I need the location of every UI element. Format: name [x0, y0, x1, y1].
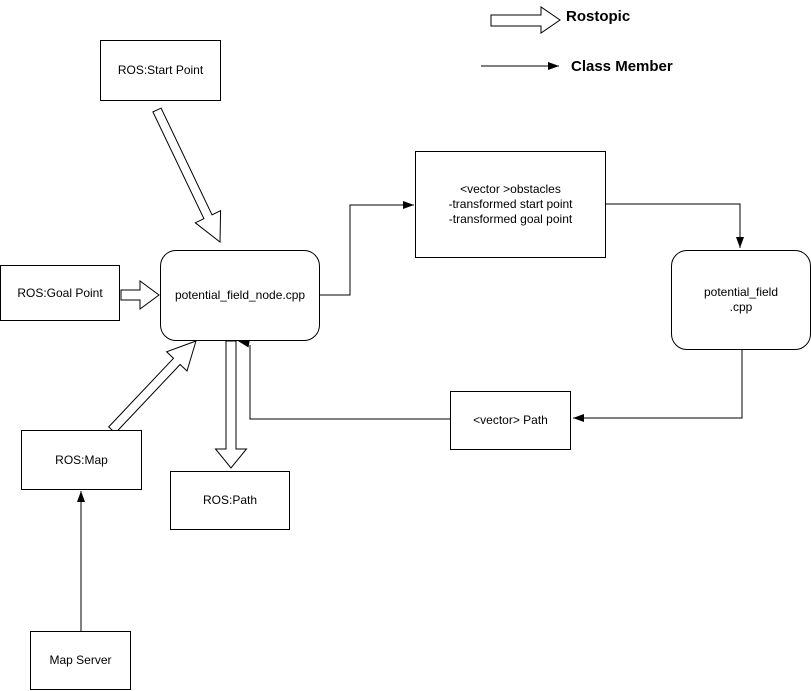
node-ros-map: ROS:Map — [21, 430, 142, 490]
edge-map-to-node-rostopic-arrow-icon — [107, 340, 197, 434]
edge-start-to-node-rostopic-arrow-icon — [152, 107, 222, 244]
edge-node-to-rospath-rostopic-arrow-icon — [214, 340, 248, 469]
node-ros-map-label: ROS:Map — [55, 452, 108, 467]
edge-vector-path-to-node — [249, 345, 450, 420]
node-potential-field-node-cpp-label: potential_field_node.cpp — [174, 288, 306, 302]
edge-goal-to-node-rostopic-arrow-icon — [120, 280, 160, 310]
edge-obstacles-to-potential-field — [606, 203, 744, 248]
legend-class-member-label: Class Member — [571, 58, 673, 75]
node-potential-field-node-cpp: potential_field_node.cpp — [160, 250, 320, 341]
legend-rostopic-arrow-icon — [490, 6, 561, 34]
node-ros-start-point-label: ROS:Start Point — [117, 63, 204, 77]
node-potential-field-cpp: potential_field .cpp — [671, 250, 811, 350]
node-ros-goal-point: ROS:Goal Point — [0, 265, 120, 321]
node-obstacles-members: <vector >obstacles -transformed start po… — [415, 151, 606, 258]
node-ros-path: ROS:Path — [170, 471, 290, 530]
node-obstacles-members-line3: -transformed goal point — [448, 212, 573, 226]
node-vector-path: <vector> Path — [450, 391, 571, 450]
legend-rostopic-label: Rostopic — [566, 8, 631, 25]
node-map-server: Map Server — [30, 631, 131, 690]
node-potential-field-cpp-line1: potential_field — [703, 285, 779, 299]
node-map-server-label: Map Server — [49, 653, 112, 667]
node-obstacles-members-line2: -transformed start point — [448, 197, 573, 211]
edge-node-to-obstacles — [320, 201, 414, 296]
node-obstacles-members-line1: <vector >obstacles — [460, 182, 561, 196]
node-ros-path-label: ROS:Path — [202, 493, 258, 507]
node-potential-field-cpp-line2: .cpp — [729, 300, 753, 314]
node-ros-start-point: ROS:Start Point — [100, 40, 221, 101]
node-ros-goal-point-label: ROS:Goal Point — [17, 285, 103, 300]
edge-potential-field-to-vector-path — [573, 350, 743, 422]
node-vector-path-label: <vector> Path — [473, 413, 548, 427]
